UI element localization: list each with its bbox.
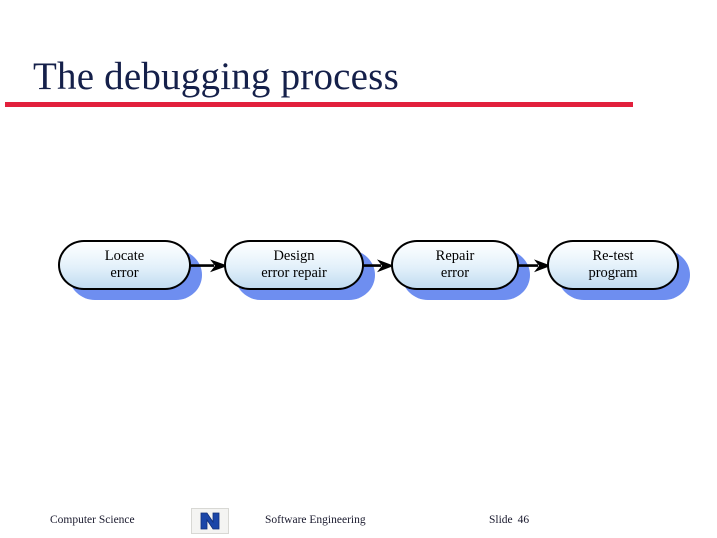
arrow-design-to-repair — [362, 259, 394, 273]
arrow-locate-to-design — [190, 259, 228, 273]
letter-n-glyph — [200, 512, 220, 530]
flow-node-line-1: Repair — [435, 248, 475, 264]
footer-course-title: Software Engineering — [265, 514, 366, 526]
slide-label: Slide — [489, 514, 513, 526]
flow-node-line-2: error — [440, 265, 470, 281]
flow-node-line-2: error — [110, 265, 139, 281]
slide-footer: Computer Science Software Engineering Sl… — [0, 508, 717, 538]
flow-node-locate-error[interactable]: Locate error — [58, 240, 191, 290]
flow-node-re-test-program[interactable]: Re-test program — [547, 240, 679, 290]
flow-node-line-1: Re-test — [592, 248, 634, 264]
flow-node-line-2: error repair — [261, 265, 327, 281]
flow-node-line-1: Locate — [104, 248, 145, 264]
flow-node-design-error-repair[interactable]: Design error repair — [224, 240, 364, 290]
flow-node-repair-error[interactable]: Repair error — [391, 240, 519, 290]
slide-number-value: 46 — [517, 514, 530, 526]
university-n-logo — [191, 508, 229, 534]
flow-node-line-1: Design — [273, 248, 315, 264]
page-title: The debugging process — [33, 55, 399, 98]
footer-department: Computer Science — [50, 514, 135, 526]
flow-node-line-2: program — [588, 265, 638, 281]
arrow-repair-to-retest — [518, 259, 551, 273]
footer-slide-number: Slide 46 — [489, 512, 529, 528]
debugging-process-flow: Locate error Design error repair Repair … — [0, 236, 717, 306]
title-underline-rule — [5, 102, 633, 107]
